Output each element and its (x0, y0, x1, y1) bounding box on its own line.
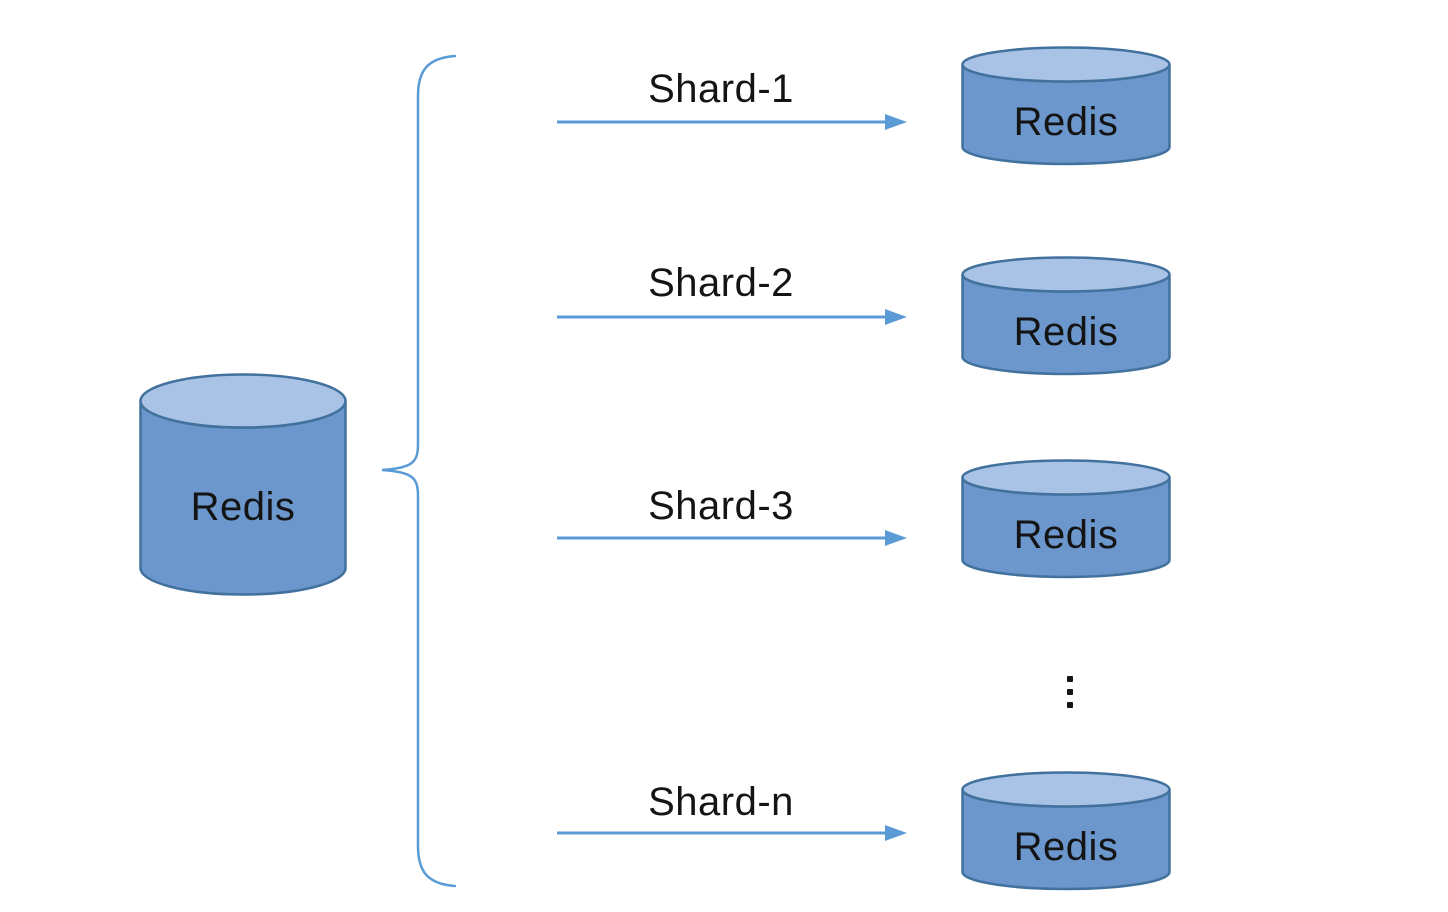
shard-3-label: Shard-3 (648, 484, 794, 528)
ellipsis-dot (1067, 676, 1073, 682)
target-redis-cylinder-2: Redis (960, 255, 1172, 377)
ellipsis-dot (1067, 702, 1073, 708)
target-redis-cylinder-1: Redis (960, 45, 1172, 167)
target-redis-label-n: Redis (1013, 825, 1119, 869)
shard-n-label: Shard-n (648, 780, 794, 824)
ellipsis-dot (1067, 689, 1073, 695)
target-redis-label-3: Redis (1013, 513, 1119, 557)
shard-1-arrow-icon (557, 114, 907, 130)
shard-3-arrow-icon (557, 530, 907, 546)
source-redis-cylinder: Redis (138, 372, 348, 597)
database-cylinder-icon (139, 373, 347, 596)
database-cylinder-icon (961, 46, 1171, 166)
database-cylinder-icon (961, 771, 1171, 891)
shard-2-label: Shard-2 (648, 261, 794, 305)
curly-brace-icon (381, 54, 457, 888)
database-cylinder-icon (961, 256, 1171, 376)
target-redis-label-2: Redis (1013, 310, 1119, 354)
source-redis-label: Redis (190, 485, 296, 529)
shard-1-label: Shard-1 (648, 67, 794, 111)
database-cylinder-icon (961, 459, 1171, 579)
shard-2-arrow-icon (557, 309, 907, 325)
target-redis-label-1: Redis (1013, 100, 1119, 144)
vertical-ellipsis-icon (1067, 676, 1073, 708)
shard-n-arrow-icon (557, 825, 907, 841)
target-redis-cylinder-3: Redis (960, 458, 1172, 580)
target-redis-cylinder-n: Redis (960, 770, 1172, 892)
